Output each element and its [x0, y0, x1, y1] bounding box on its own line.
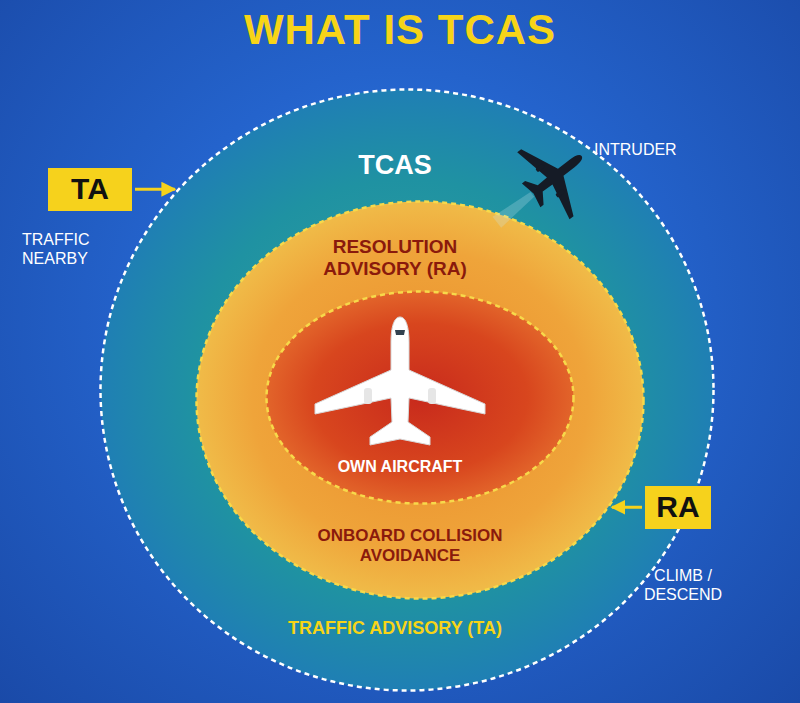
box-text: RA — [656, 490, 699, 525]
zone-text: OWN AIRCRAFT — [310, 458, 490, 476]
ra-box: RA — [645, 486, 711, 529]
advisory-arrow — [612, 506, 642, 509]
zone-text: TCAS — [295, 150, 495, 181]
ta-caption: TRAFFIC NEARBY — [22, 230, 132, 268]
zone-text: RESOLUTION ADVISORY (RA) — [295, 236, 495, 280]
diagram-title: WHAT IS TCAS — [0, 6, 800, 54]
own-aircraft-icon — [315, 317, 485, 445]
intruder-aircraft-icon — [471, 123, 608, 256]
ra-caption: CLIMB / DESCEND — [628, 566, 738, 604]
ta-box: TA — [48, 168, 132, 211]
box-text: TA — [71, 172, 109, 207]
zone-text: ONBOARD COLLISION AVOIDANCE — [300, 526, 520, 565]
advisory-arrow — [135, 188, 175, 191]
zone-text: TRAFFIC ADVISORY (TA) — [255, 618, 535, 639]
intruder-label: INTRUDER — [594, 140, 704, 159]
